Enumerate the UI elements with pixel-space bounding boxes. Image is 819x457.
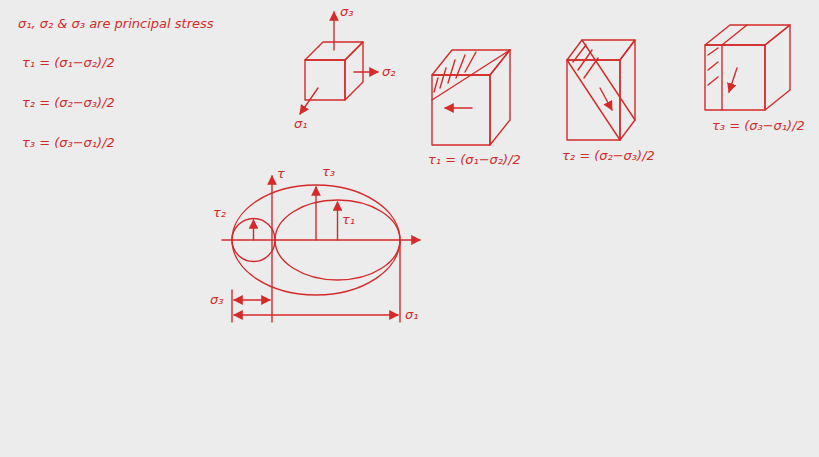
shear-plane-cube: [705, 25, 790, 110]
note-text: σ₁, σ₂ & σ₃ are principal stress: [18, 16, 214, 32]
shear-plane-cube: [432, 50, 510, 145]
dimension-label: σ₃: [210, 292, 223, 308]
radius-label: τ₂: [213, 205, 226, 221]
formula-label: τ₂ = (σ₂−σ₃)/2: [562, 148, 655, 164]
axis-label: τ: [277, 166, 285, 182]
dimension-label: σ₁: [405, 307, 418, 323]
formula-label: τ₃ = (σ₃−σ₁)/2: [22, 135, 115, 151]
stress-label: σ₃: [340, 4, 353, 20]
formula-label: τ₃ = (σ₃−σ₁)/2: [712, 118, 805, 134]
mohr-circles: [222, 176, 420, 322]
shear-plane-cube: [567, 40, 635, 140]
stress-label: σ₂: [382, 64, 395, 80]
formula-label: τ₂ = (σ₂−σ₃)/2: [22, 95, 115, 111]
formula-label: τ₁ = (σ₁−σ₂)/2: [22, 55, 115, 71]
stress-label: σ₁: [294, 116, 307, 132]
formula-label: τ₁ = (σ₁−σ₂)/2: [428, 152, 521, 168]
radius-label: τ₁: [342, 212, 355, 228]
radius-label: τ₃: [322, 164, 335, 180]
principal-cube: [300, 12, 378, 114]
